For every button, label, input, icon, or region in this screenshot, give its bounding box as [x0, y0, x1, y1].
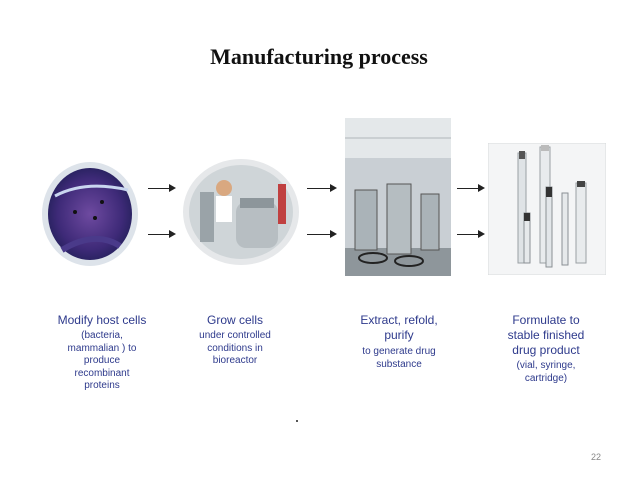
slide-title: Manufacturing process [210, 44, 428, 69]
step-3-label: Extract, refold, purify to generate drug… [344, 313, 454, 371]
step-1-main: Modify host cells [57, 313, 147, 327]
step-3-main: Extract, refold, purify [360, 313, 438, 342]
step-4-main: Formulate to stable finished drug produc… [507, 313, 585, 357]
stray-mark [296, 420, 298, 422]
step-1-detail: (bacteria, mammalian ) to produce recomb… [67, 330, 137, 391]
step-4-detail: (vial, syringe, cartridge) [516, 360, 576, 384]
arrow-right [457, 230, 485, 238]
purification-equipment-image [345, 118, 451, 276]
bioreactor-image [183, 159, 299, 265]
arrow-right [307, 230, 337, 238]
step-3-detail: to generate drug substance [362, 346, 436, 370]
finished-product-image [488, 143, 606, 275]
arrow-right [307, 184, 337, 192]
step-2-label: Grow cells under controlled conditions i… [175, 313, 295, 368]
page-number: 22 [590, 452, 601, 462]
step-2-detail: under controlled conditions in bioreacto… [199, 330, 271, 366]
arrow-right [457, 184, 485, 192]
step-4-label: Formulate to stable finished drug produc… [491, 313, 601, 385]
step-2-main: Grow cells [206, 313, 263, 327]
arrow-right [148, 230, 176, 238]
arrow-right [148, 184, 176, 192]
host-cells-image [42, 162, 138, 266]
step-1-label: Modify host cells (bacteria, mammalian )… [48, 313, 156, 393]
